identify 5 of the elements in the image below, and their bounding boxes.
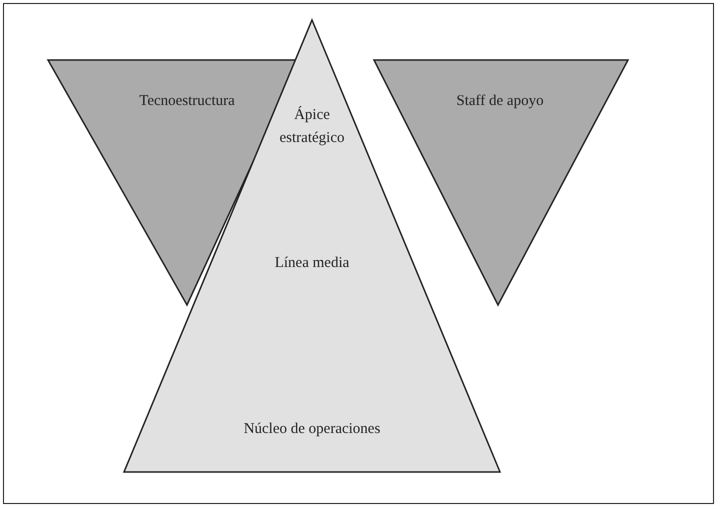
shape-label: Núcleo de operaciones xyxy=(242,420,382,439)
shape-label: Tecnoestructura xyxy=(138,92,236,111)
shape-label: Línea media xyxy=(274,254,350,273)
shape-label: Staff de apoyo xyxy=(455,92,545,111)
shape-label: Ápice estratégico xyxy=(278,105,346,148)
